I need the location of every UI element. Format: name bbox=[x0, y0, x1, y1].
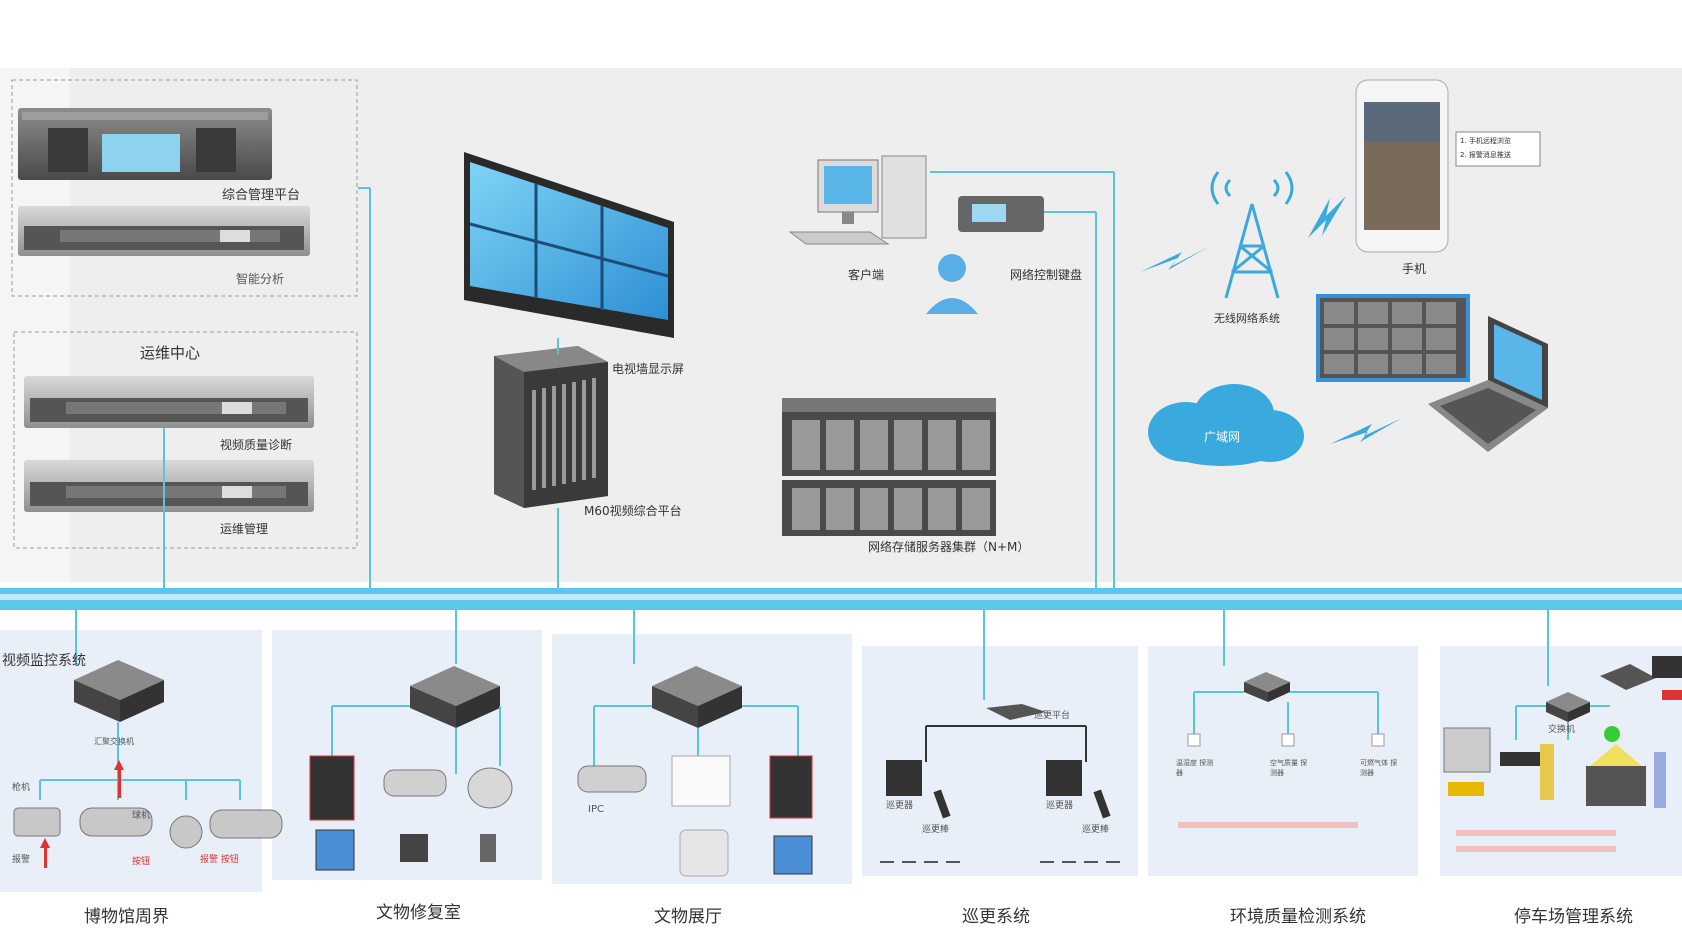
sensor-icons-panel-5 bbox=[1187, 733, 1385, 747]
guard-label: 报警 bbox=[12, 855, 31, 865]
laptop-icon bbox=[1428, 316, 1548, 452]
parking-switch-label: 交换机 bbox=[1548, 725, 1576, 735]
parking-caption: 停车场管理系统 bbox=[1514, 907, 1633, 927]
server-4-label: 运维管理 bbox=[220, 522, 269, 536]
keyboard-label: 网络控制键盘 bbox=[1010, 268, 1083, 282]
bullet-camera-label: 枪机 bbox=[12, 783, 31, 793]
video-wall-icon bbox=[464, 152, 674, 338]
wireless-signal-icon bbox=[1140, 246, 1210, 272]
server-2-label: 智能分析 bbox=[236, 272, 285, 286]
storage-server-icon bbox=[782, 398, 996, 536]
switch-icon-2 bbox=[410, 666, 500, 728]
switch-icon-6 bbox=[1546, 692, 1590, 722]
devices-panel-3 bbox=[577, 755, 813, 877]
exhibition-hall-caption: 文物展厅 bbox=[654, 907, 722, 927]
devices-panel-4 bbox=[886, 704, 1111, 819]
cloud-icon bbox=[1148, 384, 1304, 466]
cloud-label: 广域网 bbox=[1204, 430, 1241, 444]
alarm-button-label: 按钮 bbox=[132, 857, 151, 867]
wireless-tower-icon bbox=[1210, 171, 1294, 299]
dome-camera-label: 球机 bbox=[132, 811, 151, 821]
ops-center-box bbox=[13, 331, 358, 549]
wireless-signal-icon-3 bbox=[1330, 418, 1402, 444]
alarm-label: 报警 按钮 bbox=[200, 855, 239, 865]
patrol-device-2-label: 巡更棒 bbox=[922, 825, 950, 835]
restoration-room-caption: 文物修复室 bbox=[376, 903, 461, 923]
smartphone-icon bbox=[1355, 79, 1449, 253]
monitor-screen-icon bbox=[1316, 294, 1470, 382]
phone-note-box bbox=[1455, 131, 1541, 167]
patrol-platform-label: 巡更平台 bbox=[1034, 711, 1071, 721]
devices-panel-2 bbox=[309, 755, 513, 871]
phone-note-2: 2. 报警消息推送 bbox=[1460, 151, 1511, 159]
gas-sensor-label: 可燃气体 探测器 bbox=[1360, 759, 1398, 777]
ops-center-title: 运维中心 bbox=[140, 344, 201, 362]
switch-icon-1 bbox=[74, 660, 164, 722]
user-icon bbox=[926, 254, 978, 314]
red-arrows-panel-1 bbox=[40, 760, 124, 868]
server-1-label: 综合管理平台 bbox=[222, 188, 301, 203]
parking-devices-panel-6 bbox=[1443, 656, 1682, 808]
temp-sensor-label: 温湿度 探测器 bbox=[1176, 759, 1214, 777]
storage-label: 网络存储服务器集群（N+M） bbox=[868, 540, 1030, 554]
patrol-system-caption: 巡更系统 bbox=[962, 907, 1030, 927]
server-2-icon bbox=[18, 206, 310, 256]
patrol-device-1-label: 巡更器 bbox=[886, 801, 914, 811]
tower-label: 无线网络系统 bbox=[1214, 312, 1280, 325]
aggregation-switch-label: 汇聚交换机 bbox=[94, 737, 134, 746]
connector-lines bbox=[163, 171, 1115, 588]
server-1-icon bbox=[18, 108, 272, 180]
switch-icon-5 bbox=[1244, 672, 1290, 702]
switch-icon-3 bbox=[652, 666, 742, 728]
server-3-label: 视频质量诊断 bbox=[220, 438, 293, 452]
environment-caption: 环境质量检测系统 bbox=[1230, 907, 1366, 927]
phone-label: 手机 bbox=[1402, 262, 1427, 276]
platform-label: M60视频综合平台 bbox=[584, 504, 682, 518]
ipc-label: IPC bbox=[588, 804, 604, 815]
patrol-device-3-label: 巡更器 bbox=[1046, 801, 1074, 811]
video-monitor-header: 视频监控系统 bbox=[2, 653, 86, 669]
perimeter-caption: 博物馆周界 bbox=[84, 907, 169, 927]
client-label: 客户端 bbox=[848, 268, 885, 282]
patrol-device-4-label: 巡更棒 bbox=[1082, 825, 1110, 835]
platform-chassis-icon bbox=[494, 346, 608, 508]
phone-note-1: 1. 手机远程浏览 bbox=[1460, 137, 1511, 145]
keyboard-controller-icon bbox=[958, 196, 1044, 232]
server-3-icon bbox=[24, 376, 314, 428]
camera-icons-panel-1 bbox=[13, 807, 283, 849]
client-pc-icon bbox=[788, 155, 927, 245]
server-4-icon bbox=[24, 460, 314, 512]
video-wall-label: 电视墙显示屏 bbox=[612, 362, 685, 376]
wireless-signal-icon-2 bbox=[1308, 196, 1346, 238]
air-sensor-label: 空气质量 探测器 bbox=[1270, 759, 1308, 777]
